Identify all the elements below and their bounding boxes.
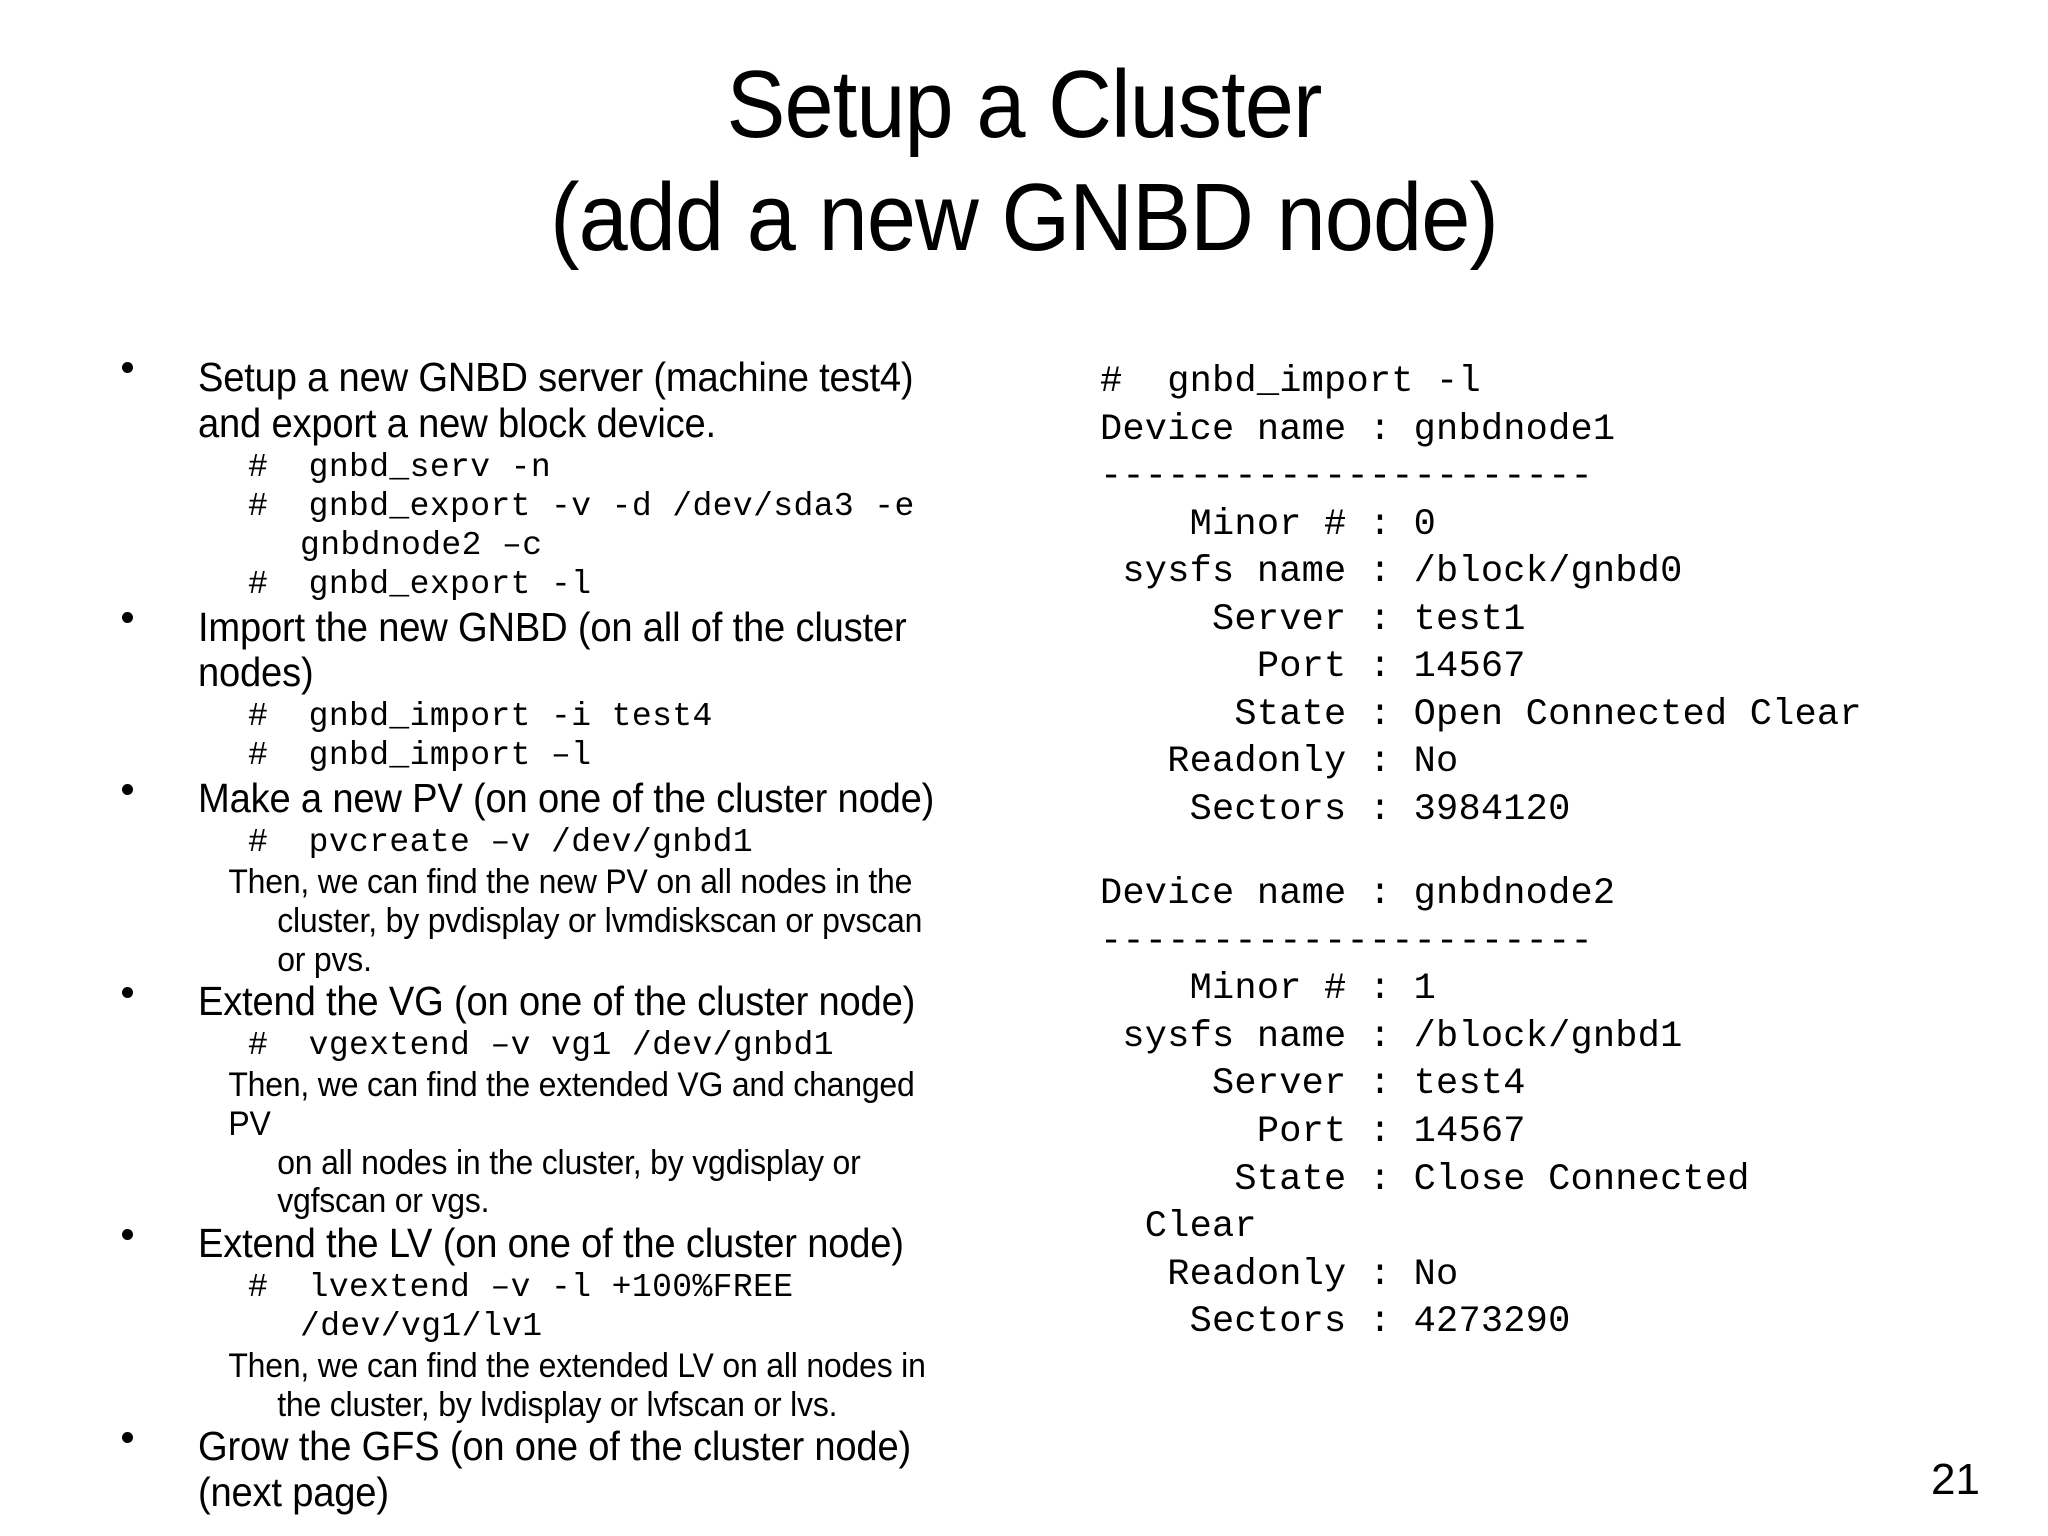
- slide-title-line-2: (add a new GNBD node): [550, 164, 1499, 272]
- bullet-item-label: Extend the LV (on one of the cluster nod…: [198, 1220, 904, 1267]
- explanatory-note: Then, we can find the new PV on all node…: [108, 863, 954, 979]
- command-line: # lvextend –v -l +100%FREE: [248, 1269, 794, 1307]
- explanatory-note-first-line: Then, we can find the extended LV on all…: [228, 1346, 926, 1385]
- terminal-line: [1100, 834, 2000, 871]
- bullet-item-label: Import the new GNBD (on all of the clust…: [198, 603, 907, 696]
- command-line: gnbdnode2 –c: [300, 526, 543, 564]
- terminal-line: Port : 14567: [1100, 646, 1526, 689]
- terminal-line: Port : 14567: [1100, 1110, 1526, 1153]
- terminal-line: sysfs name : /block/gnbd1: [1100, 1015, 1683, 1058]
- command-line: # gnbd_import -i test4: [248, 698, 713, 736]
- explanatory-note-first-line: Then, we can find the extended VG and ch…: [228, 1066, 915, 1143]
- command-line: # gnbd_serv -n: [248, 448, 552, 486]
- terminal-output: # gnbd_import -l Device name : gnbdnode1 -…: [1100, 359, 2000, 1347]
- explanatory-note-rest: on all nodes in the cluster, by vgdispla…: [277, 1143, 861, 1221]
- bullet-item-label: Extend the VG (on one of the cluster nod…: [198, 978, 916, 1025]
- terminal-line: ----------------------: [1100, 456, 1593, 499]
- terminal-line: Device name : gnbdnode1: [1100, 408, 1616, 451]
- bullet-dot-icon: [122, 611, 133, 623]
- explanatory-note: Then, we can find the extended LV on all…: [108, 1347, 954, 1425]
- bullet-item: Import the new GNBD (on all of the clust…: [108, 603, 1008, 697]
- bullet-item-label: Setup a new GNBD server (machine test4) …: [198, 354, 914, 446]
- command-line: # gnbd_export -l: [248, 565, 592, 603]
- terminal-line: Server : test4: [1100, 1063, 1526, 1106]
- bullet-dot-icon: [122, 986, 133, 998]
- bullet-item: Grow the GFS (on one of the cluster node…: [108, 1424, 1008, 1516]
- page-number: 21: [1931, 1455, 1980, 1504]
- explanatory-note-rest: cluster, by pvdisplay or lvmdiskscan or …: [277, 901, 923, 979]
- command-line: # pvcreate –v /dev/gnbd1: [248, 824, 754, 862]
- bullet-item: Extend the VG (on one of the cluster nod…: [108, 978, 1008, 1025]
- bullet-item: Setup a new GNBD server (machine test4) …: [108, 354, 1008, 447]
- left-content-column: Setup a new GNBD server (machine test4) …: [108, 354, 1008, 1518]
- terminal-line: State : Open Connected Clear: [1100, 693, 1862, 736]
- explanatory-note: Then, we can find the extended VG and ch…: [108, 1066, 954, 1221]
- terminal-line: Sectors : 3984120: [1100, 788, 1571, 831]
- terminal-line: Minor # : 0: [1100, 503, 1437, 546]
- bullet-item: Make a new PV (on one of the cluster nod…: [108, 775, 1008, 822]
- terminal-line: Readonly : No: [1100, 1253, 1459, 1296]
- bullet-item-label: Make a new PV (on one of the cluster nod…: [198, 775, 935, 822]
- explanatory-note-first-line: Then, we can find the new PV on all node…: [228, 863, 913, 902]
- slide-title: Setup a Cluster (add a new GNBD node): [82, 48, 1966, 275]
- bullet-dot-icon: [122, 1228, 133, 1240]
- command-line: # gnbd_import –l: [248, 737, 592, 775]
- bullet-dot-icon: [122, 783, 133, 795]
- right-terminal-column: # gnbd_import -l Device name : gnbdnode1 -…: [1100, 359, 2000, 1347]
- terminal-line: # gnbd_import -l: [1100, 361, 1481, 403]
- explanatory-note-rest: the cluster, by lvdisplay or lvfscan or …: [277, 1385, 838, 1424]
- bullet-dot-icon: [122, 1431, 133, 1443]
- terminal-line: Readonly : No: [1100, 741, 1459, 784]
- bullet-dot-icon: [122, 362, 133, 374]
- slide-title-line-1: Setup a Cluster: [726, 51, 1323, 158]
- terminal-line: Sectors : 4273290: [1100, 1301, 1571, 1344]
- bullet-item-label: Grow the GFS (on one of the cluster node…: [198, 1423, 911, 1516]
- terminal-line: sysfs name : /block/gnbd0: [1100, 551, 1683, 594]
- terminal-line: ----------------------: [1100, 920, 1593, 963]
- command-line: # vgextend –v vg1 /dev/gnbd1: [248, 1027, 834, 1065]
- command-line: /dev/vg1/lv1: [300, 1308, 543, 1346]
- terminal-line: Server : test1: [1100, 598, 1526, 641]
- bullet-item: Extend the LV (on one of the cluster nod…: [108, 1220, 1008, 1267]
- terminal-line: State : Close Connected: [1100, 1158, 1750, 1201]
- slide-body: Setup a new GNBD server (machine test4) …: [0, 354, 2048, 1515]
- command-line: # gnbd_export -v -d /dev/sda3 -e: [248, 487, 915, 525]
- terminal-line: Clear: [1100, 1206, 1257, 1249]
- terminal-line: Device name : gnbdnode2: [1100, 873, 1616, 916]
- terminal-line: Minor # : 1: [1100, 968, 1437, 1011]
